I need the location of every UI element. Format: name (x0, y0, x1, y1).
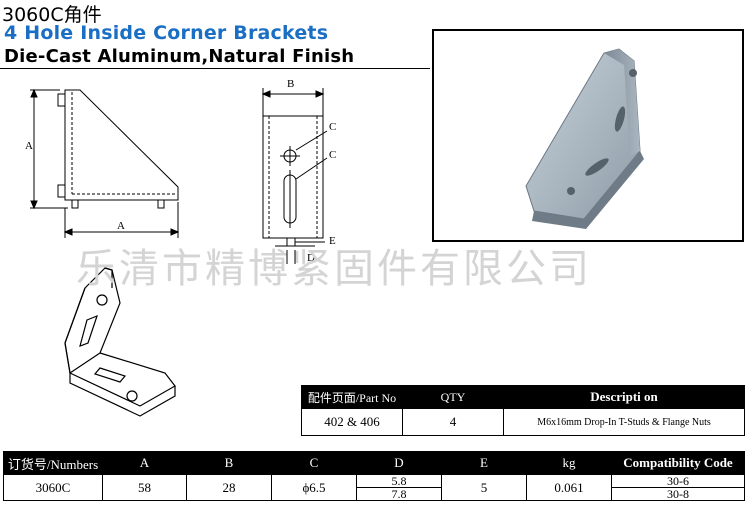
front-view-drawing: B C C E D (261, 78, 336, 264)
spec-cell-d-1: 5.8 (356, 474, 442, 488)
spec-subrow: 7.8 30-8 (4, 487, 745, 501)
spec-header-a: A (102, 451, 187, 475)
spec-table: 订货号/Numbers A B C D E kg Compatibility C… (3, 451, 745, 501)
parts-cell-description: M6x16mm Drop-In T-Studs & Flange Nuts (503, 408, 745, 436)
side-view-drawing: A A (25, 88, 180, 238)
spec-header-kg: kg (526, 451, 612, 475)
spec-cell-c: ϕ6.5 (271, 474, 357, 501)
dim-c-label-bottom: C (329, 149, 336, 161)
dim-d-label: D (307, 252, 315, 264)
spec-cell-code-2: 30-8 (611, 487, 745, 501)
parts-row: 402 & 406 4 M6x16mm Drop-In T-Studs & Fl… (301, 408, 745, 436)
dim-a-vertical-label: A (25, 140, 33, 152)
parts-header-row: 配件页面/Part No QTY Descripti on (301, 385, 745, 409)
isometric-line-drawing (64, 267, 176, 417)
spec-header-row: 订货号/Numbers A B C D E kg Compatibility C… (3, 451, 745, 475)
spec-row: 3060C 58 28 ϕ6.5 5.8 5 0.061 30-6 (3, 474, 745, 501)
watermark: 乐清市精博紧固件有限公司 (76, 246, 592, 292)
spec-header-b: B (186, 451, 272, 475)
parts-header-qty: QTY (402, 385, 504, 409)
spec-cell-e: 5 (441, 474, 527, 501)
spec-cell-kg: 0.061 (526, 474, 612, 501)
spec-cell-b: 28 (186, 474, 272, 501)
spec-cell-d-2: 7.8 (356, 487, 442, 501)
dim-b-label: B (287, 78, 294, 90)
header-rule (0, 68, 430, 69)
spec-header-compatibility: Compatibility Code (611, 451, 745, 475)
parts-cell-partno: 402 & 406 (301, 408, 403, 436)
spec-header-c: C (271, 451, 357, 475)
spec-header-d: D (356, 451, 442, 475)
product-subtitle: Die-Cast Aluminum,Natural Finish (4, 46, 355, 67)
parts-header-partno: 配件页面/Part No (301, 385, 403, 409)
parts-header-description: Descripti on (503, 385, 745, 409)
spec-cell-code-1: 30-6 (611, 474, 745, 488)
model-code: 3060C角件 (2, 4, 102, 26)
spec-header-e: E (441, 451, 527, 475)
spec-header-numbers: 订货号/Numbers (3, 451, 103, 475)
dim-e-label: E (329, 235, 336, 247)
spec-cell-a: 58 (102, 474, 187, 501)
bracket-photo (525, 48, 644, 229)
spec-cell-number: 3060C (3, 474, 103, 501)
parts-table: 配件页面/Part No QTY Descripti on 402 & 406 … (301, 385, 745, 436)
parts-cell-qty: 4 (402, 408, 504, 436)
product-title: 4 Hole Inside Corner Brackets (4, 22, 329, 44)
dim-c-label-top: C (329, 121, 336, 133)
product-photo-frame (432, 29, 744, 242)
dim-a-horizontal-label: A (117, 220, 125, 232)
